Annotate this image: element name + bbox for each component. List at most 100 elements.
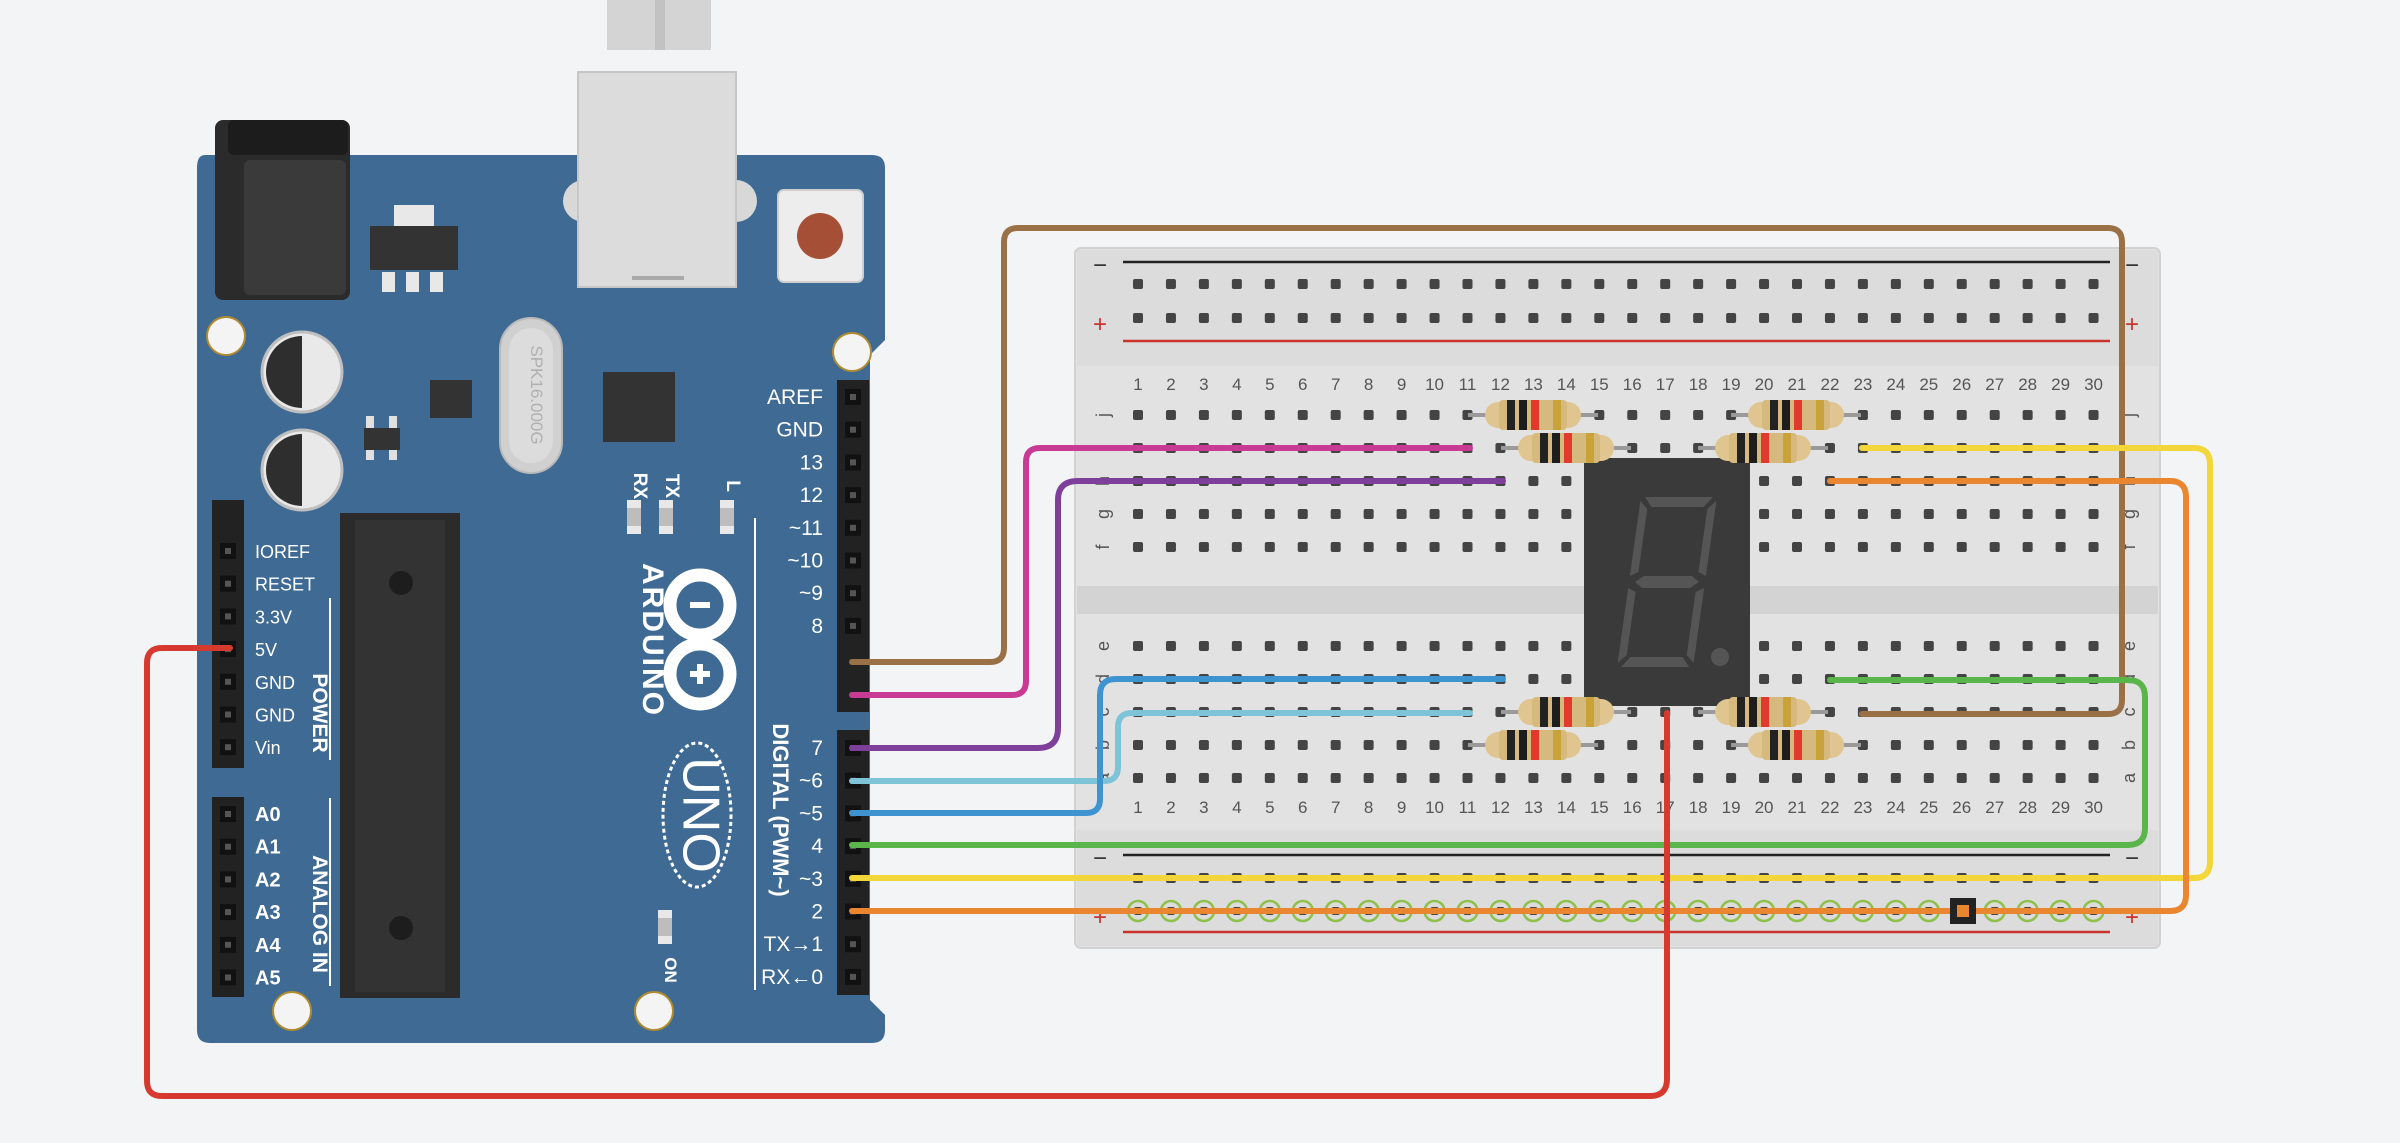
wire-magenta[interactable] — [849, 445, 1473, 698]
breadboard-hole[interactable] — [1824, 509, 1835, 519]
breadboard-hole[interactable] — [1792, 641, 1802, 651]
breadboard-hole[interactable] — [1495, 443, 1506, 453]
resistor[interactable] — [1698, 697, 1828, 727]
breadboard-hole[interactable] — [1133, 410, 1143, 420]
rail-hole[interactable] — [1857, 313, 1868, 323]
rail-hole[interactable] — [1923, 279, 1934, 289]
breadboard-hole[interactable] — [1429, 542, 1440, 552]
rail-hole[interactable] — [1956, 313, 1967, 323]
resistor[interactable] — [1468, 730, 1598, 760]
breadboard-hole[interactable] — [1923, 773, 1934, 783]
rail-hole[interactable] — [1824, 279, 1835, 289]
breadboard-hole[interactable] — [1792, 773, 1802, 783]
breadboard-hole[interactable] — [1989, 542, 2000, 552]
wire-green[interactable] — [849, 677, 2148, 848]
breadboard-hole[interactable] — [1923, 542, 1934, 552]
breadboard-hole[interactable] — [1297, 410, 1308, 420]
resistor[interactable] — [1731, 400, 1861, 430]
rail-hole[interactable] — [1890, 279, 1901, 289]
wire-light-blue[interactable] — [849, 710, 1473, 784]
rail-hole[interactable] — [2088, 313, 2099, 323]
breadboard-hole[interactable] — [2022, 740, 2033, 750]
breadboard-hole[interactable] — [1528, 674, 1539, 684]
breadboard-hole[interactable] — [1133, 509, 1143, 519]
breadboard-hole[interactable] — [2088, 509, 2099, 519]
breadboard-hole[interactable] — [1627, 740, 1638, 750]
rail-hole[interactable] — [1396, 313, 1407, 323]
breadboard-hole[interactable] — [1363, 410, 1374, 420]
breadboard-hole[interactable] — [1726, 773, 1737, 783]
breadboard-hole[interactable] — [1627, 410, 1638, 420]
breadboard-hole[interactable] — [1198, 542, 1209, 552]
rail-hole[interactable] — [1792, 313, 1802, 323]
breadboard-hole[interactable] — [1297, 641, 1308, 651]
breadboard-hole[interactable] — [1330, 509, 1341, 519]
breadboard-hole[interactable] — [1330, 542, 1341, 552]
breadboard-hole[interactable] — [1759, 773, 1770, 783]
breadboard-hole[interactable] — [1462, 740, 1473, 750]
breadboard-hole[interactable] — [1693, 773, 1704, 783]
rail-hole[interactable] — [1133, 279, 1143, 289]
rail-hole[interactable] — [1264, 279, 1275, 289]
resistor[interactable] — [1698, 433, 1828, 463]
breadboard-hole[interactable] — [1923, 509, 1934, 519]
breadboard-hole[interactable] — [1824, 641, 1835, 651]
breadboard-hole[interactable] — [1594, 740, 1605, 750]
rail-hole[interactable] — [1396, 279, 1407, 289]
rail-hole[interactable] — [1956, 279, 1967, 289]
breadboard-hole[interactable] — [1264, 740, 1275, 750]
breadboard-hole[interactable] — [1528, 542, 1539, 552]
rail-hole[interactable] — [1495, 279, 1506, 289]
breadboard-hole[interactable] — [1396, 542, 1407, 552]
breadboard-hole[interactable] — [1429, 773, 1440, 783]
rail-hole[interactable] — [1890, 313, 1901, 323]
breadboard-hole[interactable] — [2022, 542, 2033, 552]
breadboard-hole[interactable] — [1956, 641, 1967, 651]
breadboard-hole[interactable] — [1528, 476, 1539, 486]
breadboard-hole[interactable] — [1462, 641, 1473, 651]
breadboard-hole[interactable] — [1792, 509, 1802, 519]
breadboard-hole[interactable] — [1495, 542, 1506, 552]
breadboard-hole[interactable] — [1363, 773, 1374, 783]
breadboard-hole[interactable] — [1297, 773, 1308, 783]
breadboard-hole[interactable] — [1165, 773, 1176, 783]
breadboard-hole[interactable] — [1528, 641, 1539, 651]
breadboard-hole[interactable] — [1297, 740, 1308, 750]
rail-hole[interactable] — [1561, 313, 1572, 323]
breadboard-hole[interactable] — [2088, 641, 2099, 651]
breadboard-hole[interactable] — [1627, 707, 1638, 717]
breadboard-hole[interactable] — [1561, 773, 1572, 783]
rail-hole[interactable] — [1693, 279, 1704, 289]
breadboard-hole[interactable] — [1462, 542, 1473, 552]
breadboard-hole[interactable] — [1923, 740, 1934, 750]
breadboard-hole[interactable] — [1627, 773, 1638, 783]
breadboard-hole[interactable] — [1890, 542, 1901, 552]
breadboard-hole[interactable] — [1231, 410, 1242, 420]
breadboard-hole[interactable] — [1693, 410, 1704, 420]
breadboard-hole[interactable] — [1857, 542, 1868, 552]
breadboard-hole[interactable] — [1594, 773, 1605, 783]
rail-hole[interactable] — [1528, 313, 1539, 323]
wire-purple[interactable] — [849, 478, 1506, 751]
arduino-uno-board[interactable]: SPK16.000G RX TX L — [197, 71, 885, 1043]
breadboard-hole[interactable] — [1396, 410, 1407, 420]
breadboard-hole[interactable] — [1956, 542, 1967, 552]
breadboard-hole[interactable] — [1264, 773, 1275, 783]
rail-hole[interactable] — [1297, 279, 1308, 289]
breadboard-hole[interactable] — [1165, 740, 1176, 750]
breadboard-hole[interactable] — [1231, 542, 1242, 552]
rail-hole[interactable] — [1726, 279, 1737, 289]
breadboard-hole[interactable] — [1165, 641, 1176, 651]
breadboard-hole[interactable] — [2055, 509, 2066, 519]
breadboard-hole[interactable] — [1165, 410, 1176, 420]
breadboard-hole[interactable] — [1923, 641, 1934, 651]
rail-hole[interactable] — [1726, 313, 1737, 323]
breadboard-hole[interactable] — [1231, 509, 1242, 519]
breadboard-hole[interactable] — [1264, 641, 1275, 651]
breadboard-hole[interactable] — [1561, 542, 1572, 552]
rail-hole[interactable] — [1594, 313, 1605, 323]
breadboard-hole[interactable] — [1890, 773, 1901, 783]
breadboard-hole[interactable] — [1330, 740, 1341, 750]
breadboard-hole[interactable] — [1165, 542, 1176, 552]
breadboard-hole[interactable] — [1759, 476, 1770, 486]
